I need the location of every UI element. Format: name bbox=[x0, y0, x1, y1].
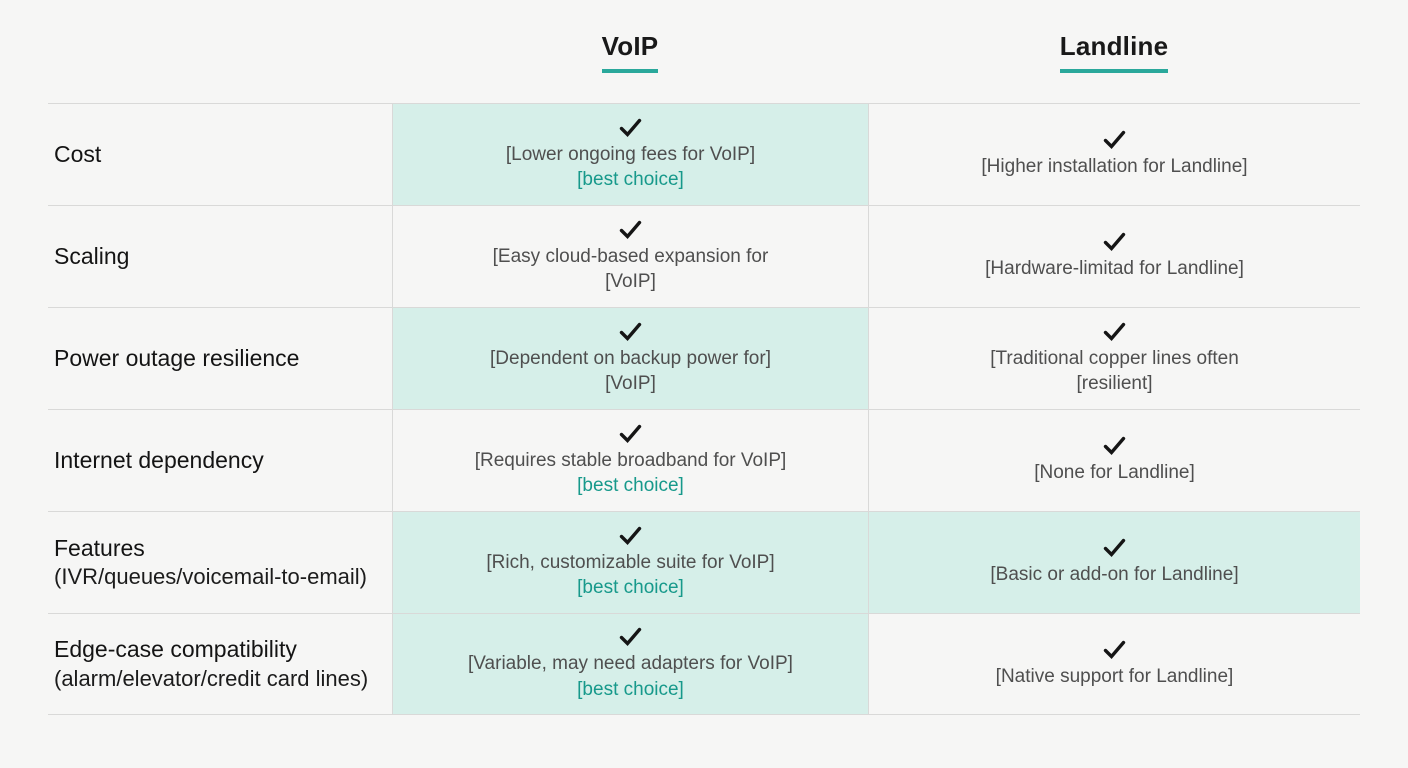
voip-cell-cost: [Lower ongoing fees for VoIP] [best choi… bbox=[392, 104, 868, 205]
landline-cell-scaling: [Hardware-limitad for Landline] bbox=[868, 206, 1360, 307]
cell-text: [Variable, may need adapters for VoIP] bbox=[468, 653, 793, 675]
checkmark-icon bbox=[618, 219, 643, 240]
checkmark-icon bbox=[1102, 321, 1127, 342]
checkmark-icon bbox=[1102, 639, 1127, 660]
voip-cell-features: [Rich, customizable suite for VoIP] [bes… bbox=[392, 512, 868, 613]
cell-text-line2: [VoIP] bbox=[605, 373, 656, 394]
column-header-landline: Landline bbox=[868, 31, 1360, 73]
row-sublabel-text: (alarm/elevator/credit card lines) bbox=[54, 665, 369, 691]
cell-text: [Native support for Landline] bbox=[995, 665, 1234, 687]
landline-cell-cost: [Higher installation for Landline] bbox=[868, 104, 1360, 205]
landline-cell-features: [Basic or add-on for Landline] bbox=[868, 512, 1360, 613]
landline-cell-power-outage: [Traditional copper lines often [resilie… bbox=[868, 308, 1360, 409]
best-choice-label: [best choice] bbox=[577, 577, 684, 598]
voip-cell-edge-case: [Variable, may need adapters for VoIP] [… bbox=[392, 614, 868, 714]
checkmark-icon bbox=[618, 626, 643, 647]
table-row-cost: Cost [Lower ongoing fees for VoIP] [best… bbox=[48, 103, 1360, 205]
row-label-power-outage: Power outage resilience bbox=[48, 308, 392, 409]
row-label-scaling: Scaling bbox=[48, 206, 392, 307]
checkmark-icon bbox=[618, 117, 643, 138]
checkmark-icon bbox=[618, 423, 643, 444]
row-sublabel-text: (IVR/queues/voicemail-to-email) bbox=[54, 564, 367, 590]
row-label-features: Features (IVR/queues/voicemail-to-email) bbox=[48, 512, 392, 613]
cell-text: [None for Landline] bbox=[1034, 462, 1195, 484]
cell-text: [Basic or add-on for Landline] bbox=[990, 564, 1239, 586]
best-choice-label: [best choice] bbox=[577, 475, 684, 496]
table-row-edge-case: Edge-case compatibility (alarm/elevator/… bbox=[48, 613, 1360, 715]
row-label-text: Scaling bbox=[54, 242, 130, 269]
table-header-row: VoIP Landline bbox=[48, 0, 1360, 103]
voip-cell-internet-dependency: [Requires stable broadband for VoIP] [be… bbox=[392, 410, 868, 511]
cell-text-line2: [VoIP] bbox=[605, 271, 656, 292]
checkmark-icon bbox=[618, 321, 643, 342]
cell-text: [Lower ongoing fees for VoIP] bbox=[505, 143, 756, 165]
row-label-edge-case: Edge-case compatibility (alarm/elevator/… bbox=[48, 614, 392, 714]
cell-text: [Higher installation for Landline] bbox=[981, 156, 1248, 178]
row-label-text: Edge-case compatibility bbox=[54, 636, 297, 663]
voip-cell-scaling: [Easy cloud-based expansion for [VoIP] bbox=[392, 206, 868, 307]
checkmark-icon bbox=[618, 525, 643, 546]
best-choice-label: [best choice] bbox=[577, 678, 684, 700]
checkmark-icon bbox=[1102, 129, 1127, 150]
checkmark-icon bbox=[1102, 537, 1127, 558]
table-row-features: Features (IVR/queues/voicemail-to-email)… bbox=[48, 511, 1360, 613]
cell-text-line2: [resilient] bbox=[1076, 373, 1153, 394]
checkmark-icon bbox=[1102, 435, 1127, 456]
landline-title: Landline bbox=[1059, 31, 1169, 73]
cell-text: [Hardware-limitad for Landline] bbox=[985, 258, 1244, 280]
row-label-internet-dependency: Internet dependency bbox=[48, 410, 392, 511]
row-label-text: Internet dependency bbox=[54, 446, 264, 473]
table-row-scaling: Scaling [Easy cloud-based expansion for … bbox=[48, 205, 1360, 307]
row-label-text: Power outage resilience bbox=[54, 344, 300, 371]
cell-text: [Requires stable broadband for VoIP] bbox=[474, 449, 787, 471]
row-label-text: Features bbox=[54, 534, 145, 561]
comparison-table: VoIP Landline Cost [Lower ongoing fees f… bbox=[48, 0, 1360, 715]
cell-text: [Traditional copper lines often bbox=[990, 347, 1239, 369]
table-row-power-outage: Power outage resilience [Dependent on ba… bbox=[48, 307, 1360, 409]
checkmark-icon bbox=[1102, 231, 1127, 252]
column-header-voip: VoIP bbox=[392, 31, 868, 73]
landline-cell-edge-case: [Native support for Landline] bbox=[868, 614, 1360, 714]
cell-text: [Rich, customizable suite for VoIP] bbox=[486, 551, 775, 573]
voip-cell-power-outage: [Dependent on backup power for] [VoIP] bbox=[392, 308, 868, 409]
table-row-internet-dependency: Internet dependency [Requires stable bro… bbox=[48, 409, 1360, 511]
row-label-cost: Cost bbox=[48, 104, 392, 205]
landline-cell-internet-dependency: [None for Landline] bbox=[868, 410, 1360, 511]
cell-text: [Easy cloud-based expansion for bbox=[492, 245, 769, 267]
voip-title: VoIP bbox=[601, 31, 659, 73]
best-choice-label: [best choice] bbox=[577, 169, 684, 190]
row-label-text: Cost bbox=[54, 140, 102, 167]
cell-text: [Dependent on backup power for] bbox=[490, 347, 771, 369]
